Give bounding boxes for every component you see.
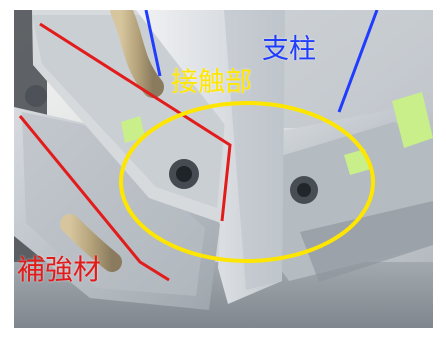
right-bolt-center-icon (297, 183, 311, 197)
post-label: 支柱 (262, 34, 316, 65)
annotation-blue-right (337, 10, 379, 113)
upper-left-bolt-icon (25, 85, 47, 107)
annotation-red-upper (39, 22, 232, 222)
rope-lower (60, 214, 122, 272)
right-lower-shadow (300, 201, 433, 282)
right-tag-large (392, 92, 433, 148)
annotation-blue-left (144, 10, 162, 77)
stiffener-plate-face (22, 112, 205, 296)
steel-connection-photo (14, 10, 433, 328)
annotation-yellow-ellipse (119, 101, 375, 263)
left-tag (121, 116, 145, 143)
annotation-red-lower (18, 115, 170, 282)
contact-label: 接触部 (171, 67, 252, 98)
left-bolt-center-icon (176, 166, 192, 182)
stiffener-label: 補強材 (17, 253, 102, 286)
upper-left-member-face (32, 15, 225, 208)
rope-upper (110, 10, 164, 98)
center-post-shadow (224, 10, 285, 290)
